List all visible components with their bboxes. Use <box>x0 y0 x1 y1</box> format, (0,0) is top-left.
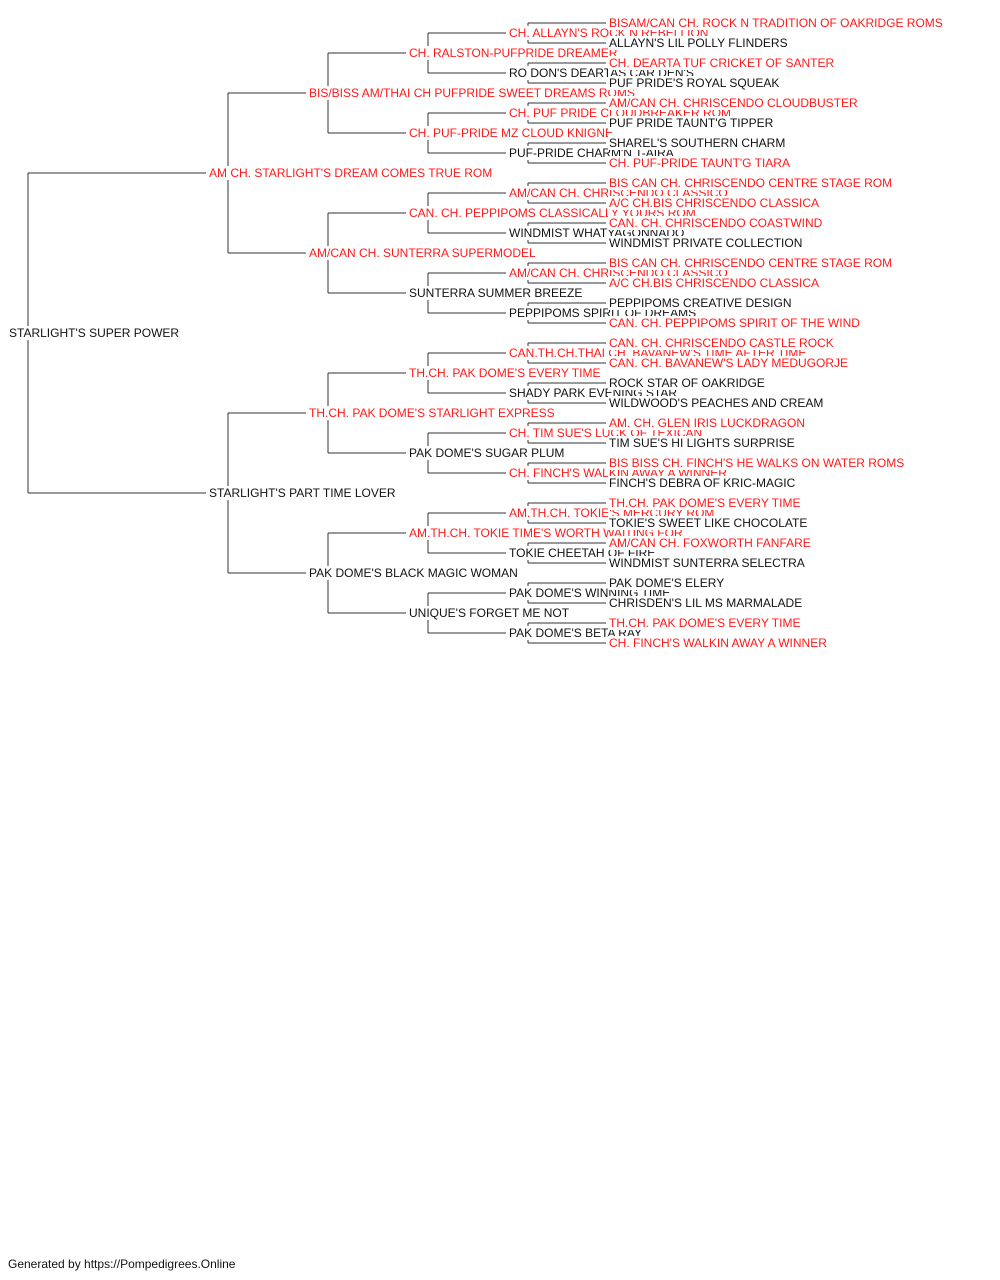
dam-name[interactable]: PAK DOME'S BLACK MAGIC WOMAN <box>308 566 519 580</box>
sire-name[interactable]: BIS/BISS AM/THAI CH PUFPRIDE SWEET DREAM… <box>308 86 636 100</box>
sire-name[interactable]: PEPPIPOMS CREATIVE DESIGN <box>608 296 793 310</box>
sire-name[interactable]: BIS CAN CH. CHRISCENDO CENTRE STAGE ROM <box>608 176 894 190</box>
sire-name[interactable]: CH. RALSTON-PUFPRIDE DREAMER <box>408 46 619 60</box>
dam-name[interactable]: TOKIE'S SWEET LIKE CHOCOLATE <box>608 516 809 530</box>
sire-name[interactable]: PAK DOME'S ELERY <box>608 576 726 590</box>
dam-name[interactable]: PAK DOME'S SUGAR PLUM <box>408 446 566 460</box>
dam-name[interactable]: CHRISDEN'S LIL MS MARMALADE <box>608 596 804 610</box>
dam-name[interactable]: SUNTERRA SUMMER BREEZE <box>408 286 584 300</box>
dam-name[interactable]: ALLAYN'S LIL POLLY FLINDERS <box>608 36 789 50</box>
dam-name[interactable]: TIM SUE'S HI LIGHTS SURPRISE <box>608 436 796 450</box>
sire-name[interactable]: ROCK STAR OF OAKRIDGE <box>608 376 766 390</box>
dam-name[interactable]: CAN. CH. PEPPIPOMS SPIRIT OF THE WIND <box>608 316 861 330</box>
dam-name[interactable]: AM/CAN CH. SUNTERRA SUPERMODEL <box>308 246 537 260</box>
dam-name[interactable]: CAN. CH. BAVANEW'S LADY MEDUGORJE <box>608 356 849 370</box>
sire-name[interactable]: CAN. CH. CHRISCENDO CASTLE ROCK <box>608 336 835 350</box>
sire-name[interactable]: AM/CAN CH. CHRISCENDO CLOUDBUSTER <box>608 96 859 110</box>
dam-name[interactable]: CH. FINCH'S WALKIN AWAY A WINNER <box>608 636 828 650</box>
sire-name[interactable]: TH.CH. PAK DOME'S EVERY TIME <box>608 496 802 510</box>
sire-name[interactable]: AM. CH. GLEN IRIS LUCKDRAGON <box>608 416 807 430</box>
sire-name[interactable]: AM/CAN CH. FOXWORTH FANFARE <box>608 536 812 550</box>
dam-name[interactable]: A/C CH.BIS CHRISCENDO CLASSICA <box>608 276 821 290</box>
dam-name[interactable]: WINDMIST PRIVATE COLLECTION <box>608 236 804 250</box>
sire-name[interactable]: TH.CH. PAK DOME'S STARLIGHT EXPRESS <box>308 406 556 420</box>
sire-name[interactable]: CAN. CH. CHRISCENDO COASTWIND <box>608 216 824 230</box>
footer-credit: Generated by https://Pompedigrees.Online <box>8 1257 236 1271</box>
dam-name[interactable]: CH. PUF-PRIDE MZ CLOUD KNIGNE <box>408 126 615 140</box>
sire-name[interactable]: BIS CAN CH. CHRISCENDO CENTRE STAGE ROM <box>608 256 894 270</box>
sire-name[interactable]: CH. DEARTA TUF CRICKET OF SANTER <box>608 56 836 70</box>
dam-name[interactable]: CH. PUF-PRIDE TAUNT'G TIARA <box>608 156 791 170</box>
dam-name[interactable]: STARLIGHT'S PART TIME LOVER <box>208 486 397 500</box>
sire-name[interactable]: TH.CH. PAK DOME'S EVERY TIME <box>408 366 602 380</box>
sire-name[interactable]: TH.CH. PAK DOME'S EVERY TIME <box>608 616 802 630</box>
dam-name[interactable]: WILDWOOD'S PEACHES AND CREAM <box>608 396 825 410</box>
dam-name[interactable]: A/C CH.BIS CHRISCENDO CLASSICA <box>608 196 821 210</box>
sire-name[interactable]: BIS BISS CH. FINCH'S HE WALKS ON WATER R… <box>608 456 906 470</box>
sire-name[interactable]: SHAREL'S SOUTHERN CHARM <box>608 136 787 150</box>
sire-name[interactable]: BISAM/CAN CH. ROCK N TRADITION OF OAKRID… <box>608 16 944 30</box>
dam-name[interactable]: PUF PRIDE TAUNT'G TIPPER <box>608 116 775 130</box>
sire-name[interactable]: AM CH. STARLIGHT'S DREAM COMES TRUE ROM <box>208 166 494 180</box>
dam-name[interactable]: PUF PRIDE'S ROYAL SQUEAK <box>608 76 781 90</box>
dam-name[interactable]: UNIQUE'S FORGET ME NOT <box>408 606 571 620</box>
dam-name[interactable]: WINDMIST SUNTERRA SELECTRA <box>608 556 806 570</box>
dam-name[interactable]: FINCH'S DEBRA OF KRIC-MAGIC <box>608 476 797 490</box>
subject-dog-name[interactable]: STARLIGHT'S SUPER POWER <box>8 326 181 340</box>
